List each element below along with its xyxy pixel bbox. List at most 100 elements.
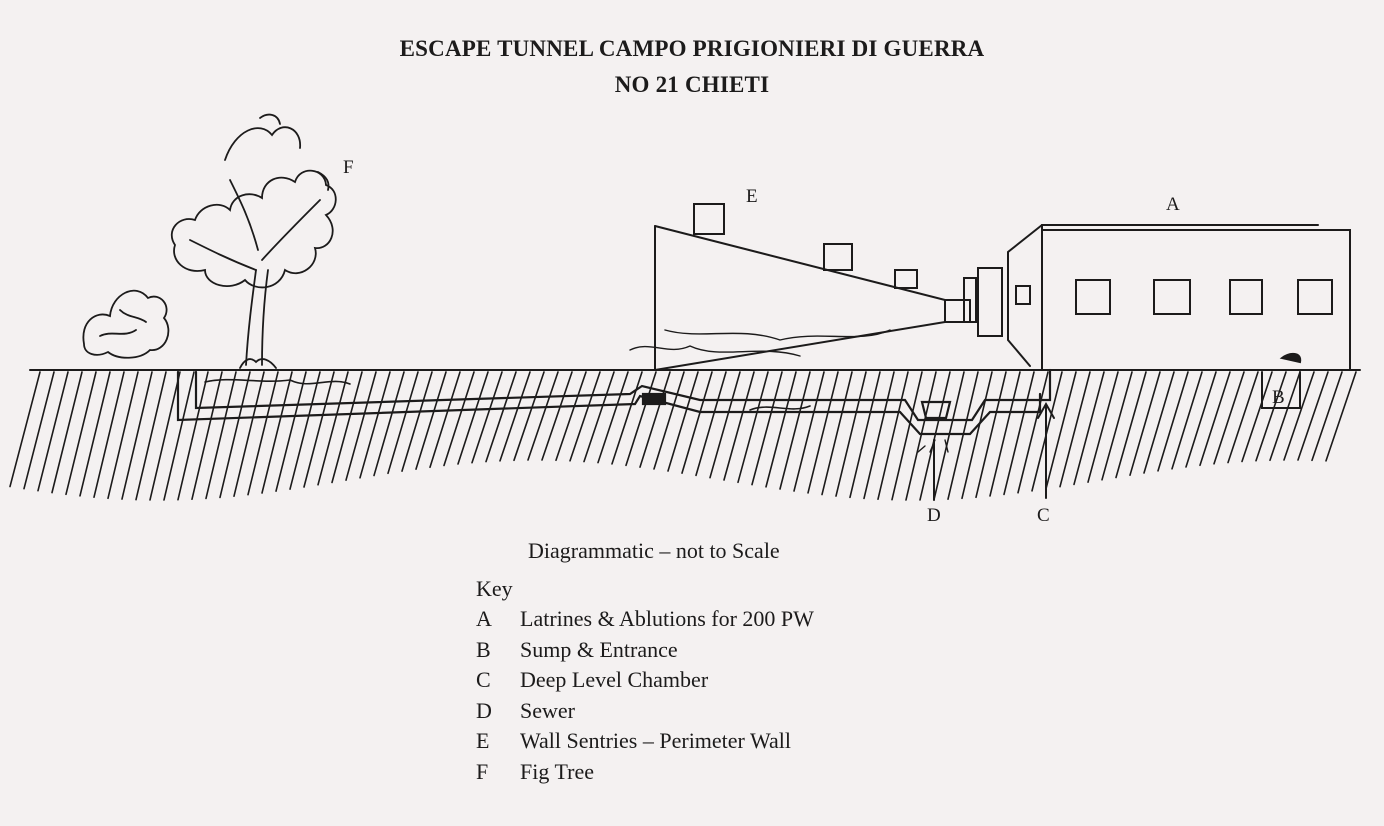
label-arrows [933, 401, 1055, 501]
soil-hatch-line [1283, 371, 1315, 461]
soil-hatch-line [597, 371, 629, 464]
soil-hatch-line [121, 371, 153, 500]
soil-hatch-line [1143, 371, 1175, 474]
soil-hatch-line [583, 371, 615, 463]
distant-building [977, 267, 1003, 337]
soil-hatch-line [303, 371, 335, 488]
soil-hatch-line [219, 371, 251, 499]
soil-hatch-line [1213, 371, 1245, 465]
soil-hatch-line [107, 371, 139, 500]
key-text: Sump & Entrance [520, 636, 678, 662]
escape-tunnel [176, 368, 1052, 453]
soil-hatch-line [569, 371, 601, 462]
sump-entrance [1261, 352, 1302, 409]
key-letter: E [476, 728, 490, 753]
soil-hatch-line [51, 371, 83, 494]
soil-hatch-line [975, 371, 1007, 499]
soil-hatch-line [93, 371, 125, 498]
soil-hatch-line [37, 371, 69, 492]
soil-hatch-line [1017, 371, 1049, 494]
label-B: B [1272, 387, 1285, 408]
soil-hatch-line [247, 371, 279, 496]
window [1153, 279, 1191, 315]
soil-hatch-line [905, 371, 937, 501]
soil-hatch-line [891, 371, 923, 501]
soil-hatch-line [835, 371, 867, 497]
soil-hatch-line [821, 371, 853, 496]
soil-hatch-line [9, 371, 41, 488]
soil-hatch-line [261, 371, 293, 494]
soil-hatch-line [555, 371, 587, 462]
soil-hatch-line [1185, 371, 1217, 468]
soil-hatch-line [429, 371, 461, 469]
perimeter-wall [629, 203, 1003, 371]
soil-hatch-line [163, 371, 195, 501]
soil-hatch-line [1269, 371, 1301, 462]
soil-hatch-line [317, 371, 349, 486]
soil-hatch-line [1045, 371, 1077, 490]
soil-hatch-line [611, 371, 643, 465]
soil-hatch-line [1157, 371, 1189, 472]
soil-hatch-line [779, 371, 811, 490]
soil-hatch-line [639, 371, 671, 468]
sentry-box [894, 269, 918, 289]
soil-hatch-line [1003, 371, 1035, 496]
bush [82, 289, 170, 359]
soil-hatch-line [457, 371, 489, 465]
soil-hatch-line [1101, 371, 1133, 481]
sentry-box [823, 243, 853, 271]
key-heading: Key [476, 576, 513, 601]
soil-hatch-line [177, 371, 209, 501]
soil-hatch-line [863, 371, 895, 500]
soil-hatch-line [1325, 371, 1357, 462]
soil-hatch-line [1115, 371, 1147, 479]
label-A: A [1166, 194, 1180, 215]
soil-hatch-line [1255, 371, 1287, 462]
soil-hatch-line [961, 371, 993, 500]
diagram-title-line-2: NO 21 CHIETI [614, 72, 770, 97]
soil-hatch-line [191, 371, 223, 501]
soil-hatch-line [387, 371, 419, 475]
soil-hatch-line [1073, 371, 1105, 486]
soil-hatch-line [1171, 371, 1203, 470]
soil-hatch-line [877, 371, 909, 500]
key-text: Fig Tree [520, 758, 594, 784]
soil-hatch-line [331, 371, 363, 484]
soil-hatch-line [667, 371, 699, 472]
soil-hatch-line [205, 371, 237, 500]
soil-hatch-line [471, 371, 503, 464]
soil-hatching [9, 371, 1357, 501]
soil-hatch-line [233, 371, 265, 497]
soil-hatch-line [289, 371, 321, 490]
soil-hatch-line [793, 371, 825, 492]
soil-hatch-line [681, 371, 713, 474]
soil-hatch-line [135, 371, 167, 501]
soil-hatch-line [1059, 371, 1091, 488]
window [1229, 279, 1263, 315]
soil-hatch-line [807, 371, 839, 494]
soil-hatch-line [695, 371, 727, 477]
soil-hatch-line [1297, 371, 1329, 461]
soil-hatch-line [401, 371, 433, 472]
soil-hatch-line [947, 371, 979, 500]
soil-hatch-line [933, 371, 965, 501]
soil-hatch-line [149, 371, 181, 501]
key-text: Sewer [520, 697, 575, 723]
latrine-building [1007, 224, 1351, 371]
diagram-title-line-1: ESCAPE TUNNEL CAMPO PRIGIONIERI DI GUERR… [399, 36, 985, 61]
soil-hatch-line [359, 371, 391, 479]
soil-hatch-line [1199, 371, 1231, 467]
soil-hatch-line [541, 371, 573, 461]
soil-hatch-line [723, 371, 755, 481]
soil-hatch-line [275, 371, 307, 492]
key-letter: C [476, 667, 491, 692]
soil-hatch-line [709, 371, 741, 479]
soil-hatch-line [527, 371, 559, 461]
